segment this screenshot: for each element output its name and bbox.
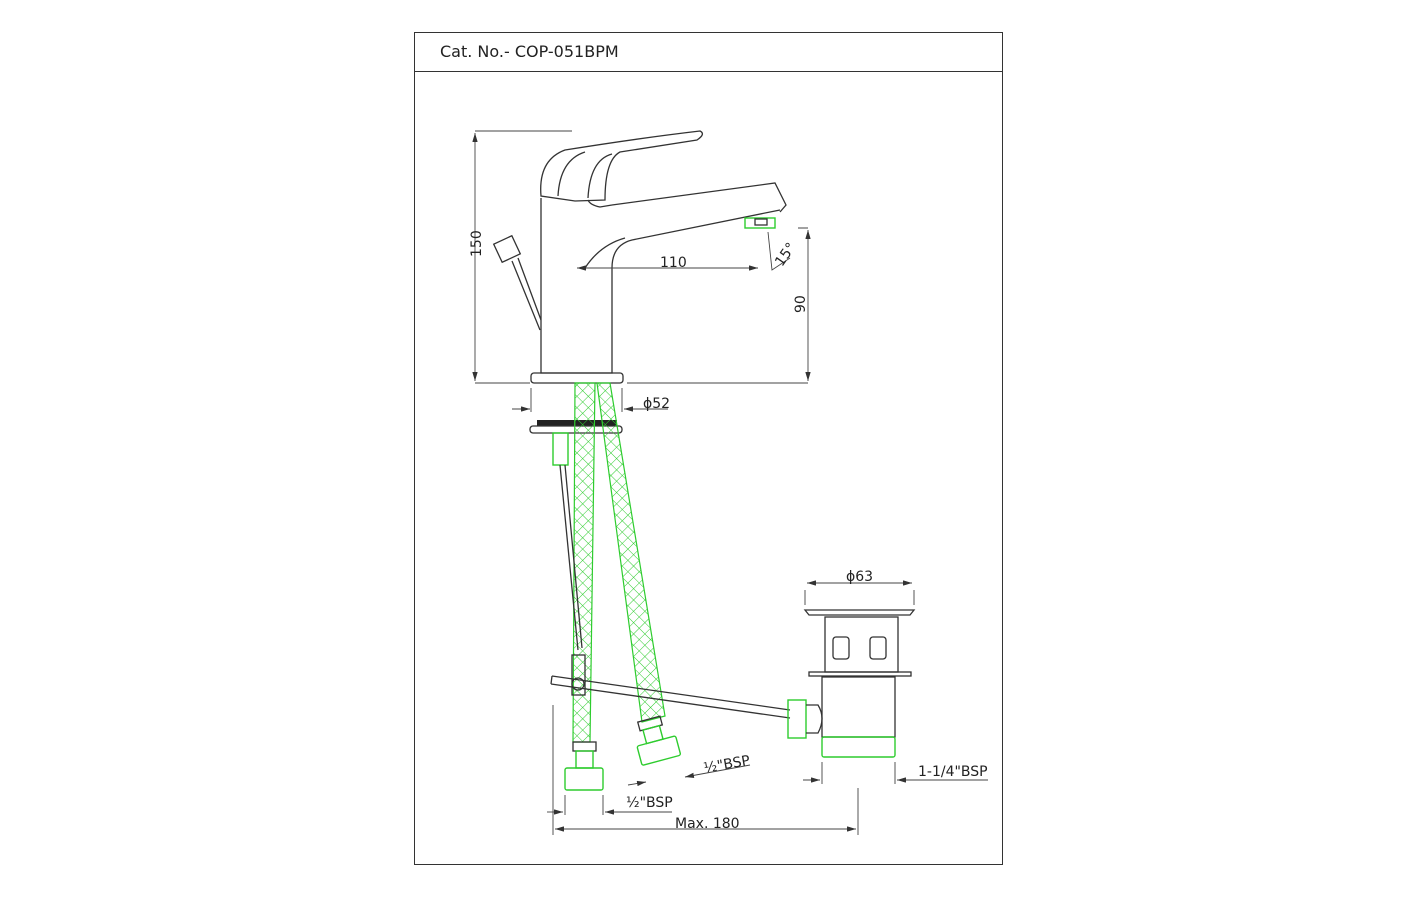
faucet-body xyxy=(530,130,787,384)
dim-base-diameter: ϕ52 xyxy=(643,396,670,412)
drawing-frame: Cat. No.- COP-051BPM xyxy=(414,32,1003,865)
catalog-number: Cat. No.- COP-051BPM xyxy=(440,42,619,61)
dim-hose-thread-right: ½"BSP xyxy=(702,753,751,777)
dim-waste-diameter: ϕ63 xyxy=(846,569,873,585)
dim-spout-height: 90 xyxy=(793,295,809,313)
waste-assembly xyxy=(787,609,916,758)
popup-rod xyxy=(550,432,791,719)
dim-max-length: Max. 180 xyxy=(675,816,740,832)
title-block: Cat. No.- COP-051BPM xyxy=(415,33,1002,72)
dim-waste-thread: 1-1/4"BSP xyxy=(918,764,988,780)
popup-lever xyxy=(492,234,542,331)
dimension-lines xyxy=(472,130,988,835)
dim-spout-reach: 110 xyxy=(660,255,687,271)
dim-hose-thread-left: ½"BSP xyxy=(626,795,673,811)
dim-height: 150 xyxy=(469,230,485,257)
dim-spout-angle: 15° xyxy=(772,240,799,270)
hoses xyxy=(564,382,682,791)
